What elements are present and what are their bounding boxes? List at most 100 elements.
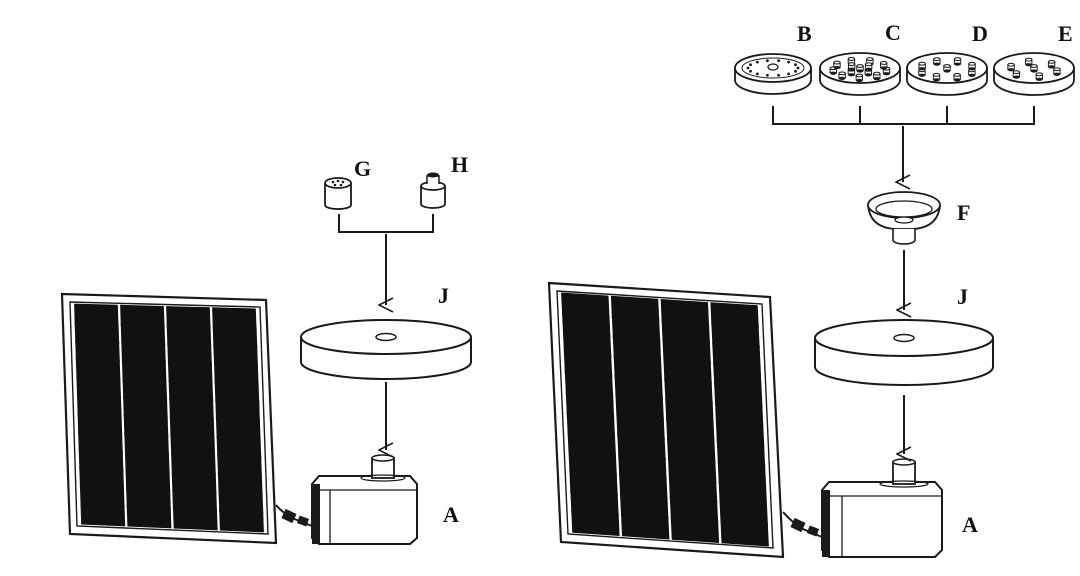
solar-cell — [666, 417, 715, 444]
spray-nub — [1024, 57, 1033, 67]
spray-nub — [1047, 60, 1056, 69]
solar-cell — [715, 421, 765, 448]
solar-cell — [79, 485, 125, 509]
solar-cell — [216, 435, 262, 459]
spray-nub — [953, 57, 962, 66]
solar-cell — [713, 361, 762, 388]
label-b: B — [797, 21, 812, 46]
solar-cell — [616, 414, 665, 441]
label-f: F — [957, 200, 970, 225]
solar-cell — [620, 493, 669, 520]
solar-cell — [168, 379, 214, 402]
solar-cell — [615, 394, 664, 421]
solar-cell — [122, 377, 168, 401]
spray-hole — [766, 73, 769, 77]
label-a-left: A — [443, 502, 459, 527]
solar-cell — [77, 394, 122, 417]
solar-cell — [213, 344, 258, 367]
solar-cell — [217, 472, 263, 496]
spray-hole — [749, 63, 752, 67]
solar-cell — [217, 454, 262, 478]
spray-nub — [943, 64, 951, 73]
solar-cell — [167, 342, 212, 366]
solar-cell — [619, 473, 668, 500]
spray-head-e — [993, 52, 1075, 96]
solar-cell — [123, 414, 169, 437]
spray-nub — [856, 64, 864, 73]
solar-cell — [668, 477, 718, 504]
solar-cell — [614, 374, 663, 401]
right-assembly: B C D E F J A — [547, 20, 1075, 559]
spray-nub — [933, 57, 941, 66]
spray-nub — [1053, 67, 1061, 76]
solar-cell — [77, 412, 123, 436]
power-cable-left — [275, 504, 313, 527]
label-c: C — [885, 20, 901, 45]
solar-cell — [75, 339, 120, 363]
bracket-left — [338, 214, 434, 233]
spray-hole — [749, 69, 752, 73]
spray-nub — [864, 62, 873, 71]
spray-nub — [855, 73, 864, 83]
solar-cell — [78, 430, 123, 454]
spray-hole — [756, 60, 759, 64]
solar-cell — [121, 341, 166, 364]
solar-panel-right — [547, 281, 785, 559]
solar-cell — [670, 516, 720, 543]
solar-cell — [80, 503, 126, 527]
solar-cell — [124, 432, 169, 456]
solar-cell — [613, 355, 662, 382]
solar-cell — [718, 480, 767, 507]
solar-cell — [172, 507, 218, 531]
spray-hole — [794, 69, 797, 73]
spray-nub — [953, 72, 961, 82]
solar-cell — [564, 371, 614, 398]
spray-nub — [838, 71, 846, 80]
spray-nub — [918, 61, 926, 71]
label-j-left: J — [438, 283, 449, 308]
solar-cell — [570, 490, 619, 517]
solar-cell — [126, 505, 172, 529]
center-jet — [767, 63, 779, 71]
spray-hole — [787, 72, 790, 76]
spray-head-b — [734, 53, 812, 95]
solar-cell — [166, 324, 212, 347]
spray-nub — [932, 72, 941, 82]
spray-hole — [777, 59, 780, 63]
solar-cell — [123, 396, 168, 419]
label-g: G — [354, 156, 371, 181]
solar-cell — [74, 303, 119, 326]
spray-nub — [873, 71, 881, 81]
solar-cell — [78, 448, 124, 472]
solar-cell — [561, 292, 610, 319]
solar-cell — [719, 500, 768, 527]
solar-cell — [668, 457, 717, 484]
solar-cell — [660, 299, 709, 326]
nozzle-h — [420, 172, 446, 209]
solar-cell — [712, 341, 761, 368]
solar-cell — [664, 378, 713, 405]
solar-cell — [567, 430, 616, 457]
solar-cell — [125, 468, 171, 492]
solar-cell — [563, 351, 613, 378]
spray-nub — [880, 61, 888, 70]
solar-cell — [76, 376, 121, 399]
spray-nub — [1035, 72, 1044, 81]
label-j-right: J — [957, 284, 968, 309]
label-h: H — [451, 152, 468, 177]
pump-left — [311, 454, 418, 545]
spray-hole — [766, 59, 769, 63]
spray-nub — [1007, 62, 1015, 72]
float-disc-left — [300, 319, 472, 380]
label-d: D — [972, 21, 988, 46]
solar-panel-left — [60, 292, 278, 545]
solar-cell — [219, 509, 264, 533]
label-a-right: A — [962, 512, 978, 537]
solar-cell — [215, 417, 261, 441]
spray-hole — [746, 66, 750, 70]
solar-cell — [618, 453, 667, 481]
spray-head-c — [819, 52, 901, 96]
spray-nub — [968, 68, 976, 77]
solar-cell — [120, 323, 166, 346]
